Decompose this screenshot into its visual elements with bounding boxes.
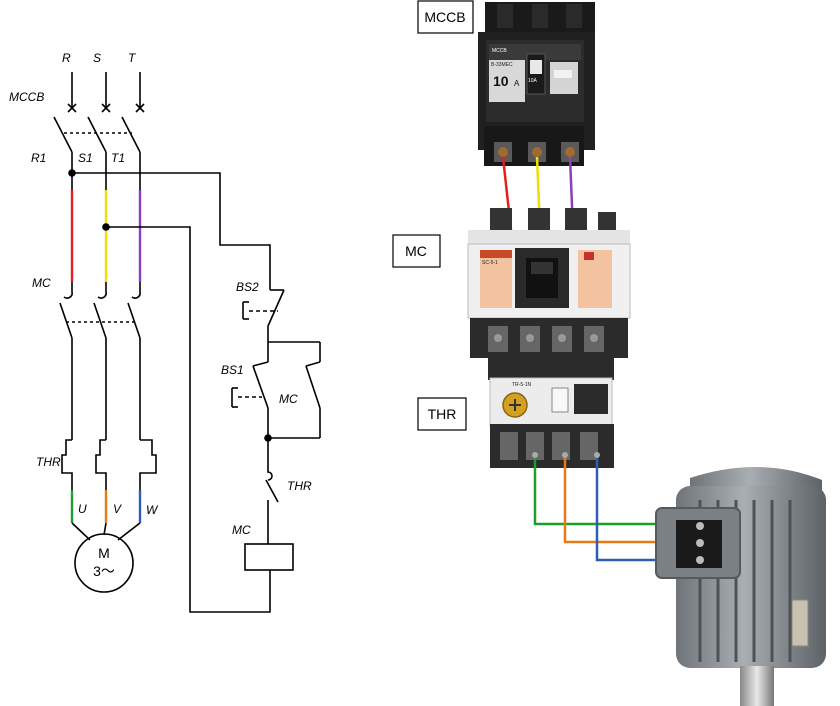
mccb-schematic-label: MCCB (9, 90, 44, 104)
motor-shaft (740, 666, 774, 706)
bs1-label: BS1 (221, 363, 244, 377)
terminal-label-v: V (113, 502, 122, 516)
photo-wire-u (533, 458, 685, 526)
phase-label-t: T (128, 51, 137, 65)
phase-label-r: R (62, 51, 71, 65)
mccb-model: B-33MEC (491, 62, 513, 68)
mc-schematic-label: MC (32, 276, 51, 290)
node-label-t1: T1 (111, 151, 125, 165)
bs2-label: BS2 (236, 280, 259, 294)
mccb-rating-unit: A (514, 79, 520, 88)
coil-label: MC (232, 523, 251, 537)
schematic: R S T MCCB R1 S1 T1 (9, 51, 321, 613)
svg-text:MCCB: MCCB (424, 9, 465, 25)
bs1-start-button (231, 361, 269, 438)
thr-contact-label: THR (287, 479, 312, 493)
motor-symbol-phase: 3～ (93, 563, 115, 579)
thr-heaters (61, 439, 157, 490)
motor-nameplate (791, 599, 809, 647)
mc-aux-label: MC (279, 392, 298, 406)
label-box-mccb: MCCB (417, 0, 474, 34)
svg-text:THR: THR (428, 406, 457, 422)
thr-relay-device: TR-5-1N (488, 356, 614, 468)
terminal-label-w: W (146, 503, 159, 517)
mccb-contacts (53, 103, 145, 153)
motor-photo (655, 466, 826, 706)
mccb-device: MCCB B-33MEC 10 A 10A (478, 2, 595, 166)
thr-contact (265, 468, 279, 544)
label-box-thr: THR (417, 397, 467, 431)
mc-main-contacts (59, 282, 141, 339)
svg-text:MC: MC (405, 243, 427, 259)
node-label-s1: S1 (78, 151, 93, 165)
phase-label-s: S (93, 51, 101, 65)
mccb-small-rating: 10A (528, 78, 538, 84)
mc-aux-contact (305, 361, 321, 438)
node-label-r1: R1 (31, 151, 46, 165)
mccb-rating: 10 (493, 73, 509, 89)
motor-symbol (74, 533, 134, 593)
mc-model: SC-5-1 (482, 260, 498, 266)
label-box-mc: MC (392, 234, 441, 268)
mc-coil (244, 543, 294, 571)
mc-contactor-device: SC-5-1 (467, 208, 631, 358)
bs2-stop-button (242, 286, 285, 342)
thr-model: TR-5-1N (512, 382, 532, 388)
photo-wire-v (563, 458, 685, 544)
motor-symbol-label: M (98, 545, 110, 561)
svg-text:MCCB: MCCB (492, 48, 507, 54)
terminal-label-u: U (78, 502, 87, 516)
thr-schematic-label: THR (36, 455, 61, 469)
